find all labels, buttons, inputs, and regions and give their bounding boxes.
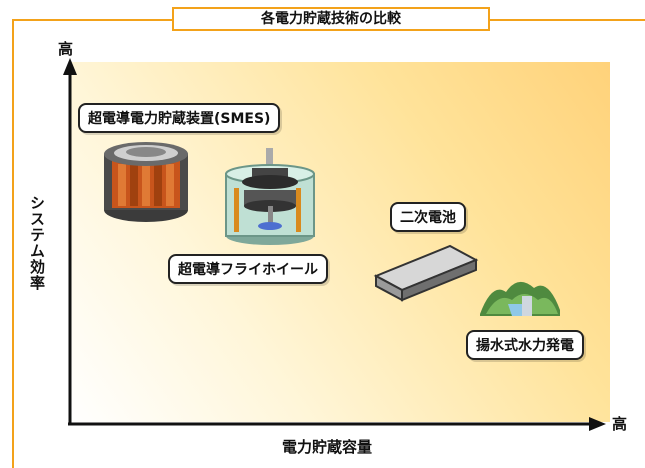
battery-illustration (373, 244, 479, 302)
battery-label: 二次電池 (390, 202, 466, 232)
flywheel-illustration (225, 148, 315, 245)
frame-left-line (12, 19, 14, 468)
pumped-hydro-label: 揚水式水力発電 (466, 330, 584, 360)
diagram-title: 各電力貯蔵技術の比較 (172, 7, 490, 31)
x-axis-arrow-icon (589, 417, 606, 431)
y-axis-title: システム効率 (28, 195, 46, 291)
smes-label: 超電導電力貯蔵装置(SMES) (78, 103, 281, 133)
x-axis-title: 電力貯蔵容量 (282, 438, 373, 456)
flywheel-label: 超電導フライホイール (168, 254, 328, 284)
smes-illustration (104, 142, 188, 222)
y-axis-arrow-icon (63, 58, 77, 75)
x-axis-high-label: 高 (612, 415, 628, 433)
y-axis-high-label: 高 (58, 40, 74, 58)
pumped-hydro-illustration (480, 281, 560, 316)
